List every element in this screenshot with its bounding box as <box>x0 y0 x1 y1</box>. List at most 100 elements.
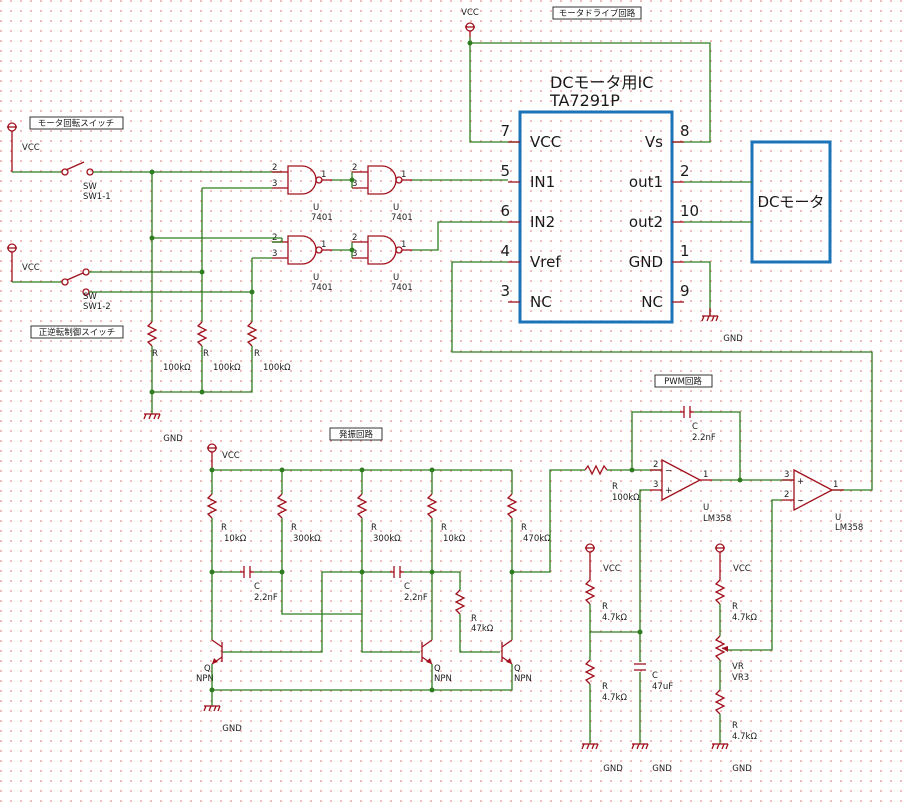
vcc-symbol-bias: VCC <box>585 543 621 580</box>
svg-text:U: U <box>393 273 399 283</box>
svg-text:+: + <box>797 477 804 487</box>
vcc-symbol-sw1: VCC <box>7 122 40 172</box>
pwm-feedback-capacitor: C 2.2nF <box>680 406 716 443</box>
svg-text:GND: GND <box>723 334 743 344</box>
svg-text:7401: 7401 <box>391 283 413 293</box>
svg-text:10kΩ: 10kΩ <box>443 534 466 544</box>
svg-text:1: 1 <box>401 170 406 180</box>
label-motor-drive: モータドライブ回路 <box>552 6 642 20</box>
svg-text:NC: NC <box>641 293 663 311</box>
label-oscillator: 発振回路 <box>329 427 383 441</box>
svg-text:U: U <box>313 203 319 213</box>
svg-text:47uF: 47uF <box>652 682 673 692</box>
svg-text:VR3: VR3 <box>732 673 749 683</box>
svg-text:正逆転制御スイッチ: 正逆転制御スイッチ <box>39 327 116 338</box>
svg-text:モータ回転スイッチ: モータ回転スイッチ <box>38 119 115 129</box>
osc-resistor-1: R 10kΩ <box>206 470 247 544</box>
svg-text:VCC: VCC <box>461 8 479 18</box>
vcc-symbol-vr: VCC <box>715 543 751 580</box>
svg-text:Vref: Vref <box>530 253 561 271</box>
svg-text:R: R <box>221 523 227 533</box>
svg-text:10kΩ: 10kΩ <box>224 534 247 544</box>
dc-motor: DCモータ <box>750 140 832 264</box>
svg-text:GND: GND <box>163 434 183 444</box>
svg-text:IN2: IN2 <box>530 213 555 231</box>
svg-text:R: R <box>254 349 260 359</box>
svg-text:GND: GND <box>222 724 242 734</box>
svg-text:100kΩ: 100kΩ <box>213 363 241 373</box>
svg-text:3: 3 <box>272 179 277 189</box>
svg-text:7401: 7401 <box>391 213 413 223</box>
svg-text:8: 8 <box>680 122 690 140</box>
svg-text:100kΩ: 100kΩ <box>612 493 640 503</box>
label-direction-switch: 正逆転制御スイッチ <box>30 325 124 339</box>
svg-text:7401: 7401 <box>311 213 333 223</box>
svg-text:3: 3 <box>272 249 277 259</box>
opamp-1: − + 2 3 1 U LM358 <box>650 458 731 524</box>
svg-text:U: U <box>703 503 709 513</box>
svg-text:9: 9 <box>680 282 690 300</box>
vcc-symbol-sw2: VCC <box>7 243 40 282</box>
svg-text:4.7kΩ: 4.7kΩ <box>602 613 627 623</box>
nand-gate-1: 2 3 1 U 7401 <box>272 163 333 223</box>
nand-gate-2: 2 3 1 U 7401 <box>352 163 413 223</box>
label-rotation-switch: モータ回転スイッチ <box>29 116 124 130</box>
svg-text:モータドライブ回路: モータドライブ回路 <box>559 8 636 19</box>
nand-gate-3: 2 3 1 U 7401 <box>272 233 333 293</box>
svg-text:R: R <box>291 523 297 533</box>
svg-text:1: 1 <box>833 480 838 490</box>
svg-text:100kΩ: 100kΩ <box>263 363 291 373</box>
svg-text:R: R <box>732 721 738 731</box>
svg-text:out2: out2 <box>629 213 663 231</box>
svg-text:3: 3 <box>352 249 357 259</box>
svg-text:2.2nF: 2.2nF <box>254 593 278 603</box>
svg-text:10: 10 <box>680 202 699 220</box>
osc-resistor-5: R 470kΩ <box>506 470 551 544</box>
svg-text:NPN: NPN <box>196 674 214 684</box>
svg-text:R: R <box>203 349 209 359</box>
ic-right-pins: 8 2 10 1 9 Vs out1 out2 GND NC <box>629 122 700 311</box>
svg-text:VCC: VCC <box>530 133 561 151</box>
resistor-pulldown-2: R 100kΩ <box>196 321 241 373</box>
vr-resistor-2: R 4.7kΩ <box>714 689 757 742</box>
svg-text:R: R <box>152 349 158 359</box>
svg-text:発振回路: 発振回路 <box>339 429 374 440</box>
opamp-2: + − 3 2 1 U LM358 <box>782 468 863 533</box>
svg-text:C: C <box>254 582 260 592</box>
osc-resistor-3: R 300kΩ <box>356 470 401 544</box>
svg-text:R: R <box>602 602 608 612</box>
svg-text:VCC: VCC <box>733 564 751 574</box>
svg-text:GND: GND <box>652 764 672 774</box>
svg-text:−: − <box>797 496 804 506</box>
svg-text:Q: Q <box>434 664 441 674</box>
label-pwm: PWM回路 <box>654 374 713 388</box>
svg-text:Q: Q <box>204 664 211 674</box>
svg-text:NPN: NPN <box>434 674 452 684</box>
svg-text:2.2nF: 2.2nF <box>404 593 428 603</box>
svg-text:7: 7 <box>500 122 510 140</box>
bias-resistor-1: R 4.7kΩ <box>584 579 627 623</box>
svg-text:2: 2 <box>272 163 277 173</box>
ic-left-pins: 7 5 6 4 3 VCC IN1 IN2 Vref NC <box>500 122 561 311</box>
svg-text:SW: SW <box>83 292 97 302</box>
svg-text:4.7kΩ: 4.7kΩ <box>602 693 627 703</box>
svg-text:GND: GND <box>603 764 623 774</box>
svg-text:GND: GND <box>629 253 663 271</box>
gnd-symbol-ic: GND <box>701 308 743 344</box>
vr-resistor-1: R 4.7kΩ <box>714 579 757 623</box>
svg-text:VCC: VCC <box>603 564 621 574</box>
svg-text:VCC: VCC <box>22 143 40 153</box>
npn-transistor-3: Q NPN <box>501 639 532 684</box>
svg-text:7401: 7401 <box>311 283 333 293</box>
resistor-pulldown-3: R 100kΩ <box>246 321 291 373</box>
svg-text:VR: VR <box>732 662 744 672</box>
svg-text:1: 1 <box>321 240 326 250</box>
gnd-symbol-osc: GND <box>203 705 242 734</box>
svg-text:C: C <box>404 582 410 592</box>
svg-text:NPN: NPN <box>514 674 532 684</box>
vcc-symbol-osc: VCC <box>207 443 240 470</box>
svg-text:+: + <box>665 486 672 496</box>
osc-capacitor-1: C 2.2nF <box>240 566 278 603</box>
